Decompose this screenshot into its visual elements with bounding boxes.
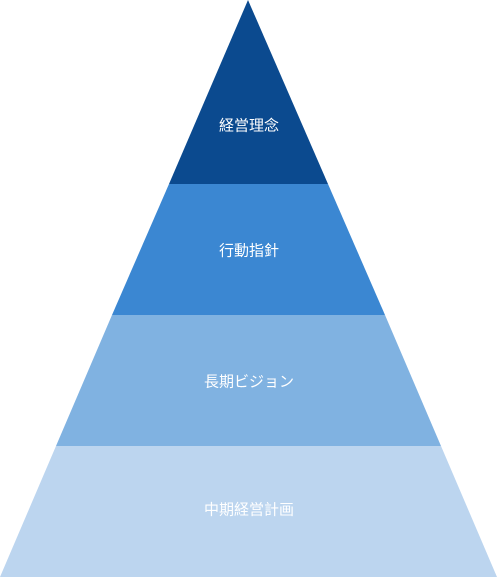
- tier-label-2: 行動指針: [219, 242, 279, 260]
- pyramid-tier-2: 行動指針: [112, 184, 385, 315]
- pyramid-tier-3: 長期ビジョン: [56, 315, 441, 446]
- pyramid-tier-4: 中期経営計画: [0, 446, 497, 577]
- tier-shape-2: [112, 184, 385, 315]
- pyramid-tier-1: 経営理念: [169, 0, 328, 184]
- tier-shape-1: [169, 0, 328, 184]
- tier-label-1: 経営理念: [219, 117, 279, 135]
- tier-shape-4: [0, 446, 497, 577]
- tier-label-4: 中期経営計画: [204, 501, 294, 519]
- tier-shape-3: [56, 315, 441, 446]
- tier-label-3: 長期ビジョン: [204, 373, 294, 391]
